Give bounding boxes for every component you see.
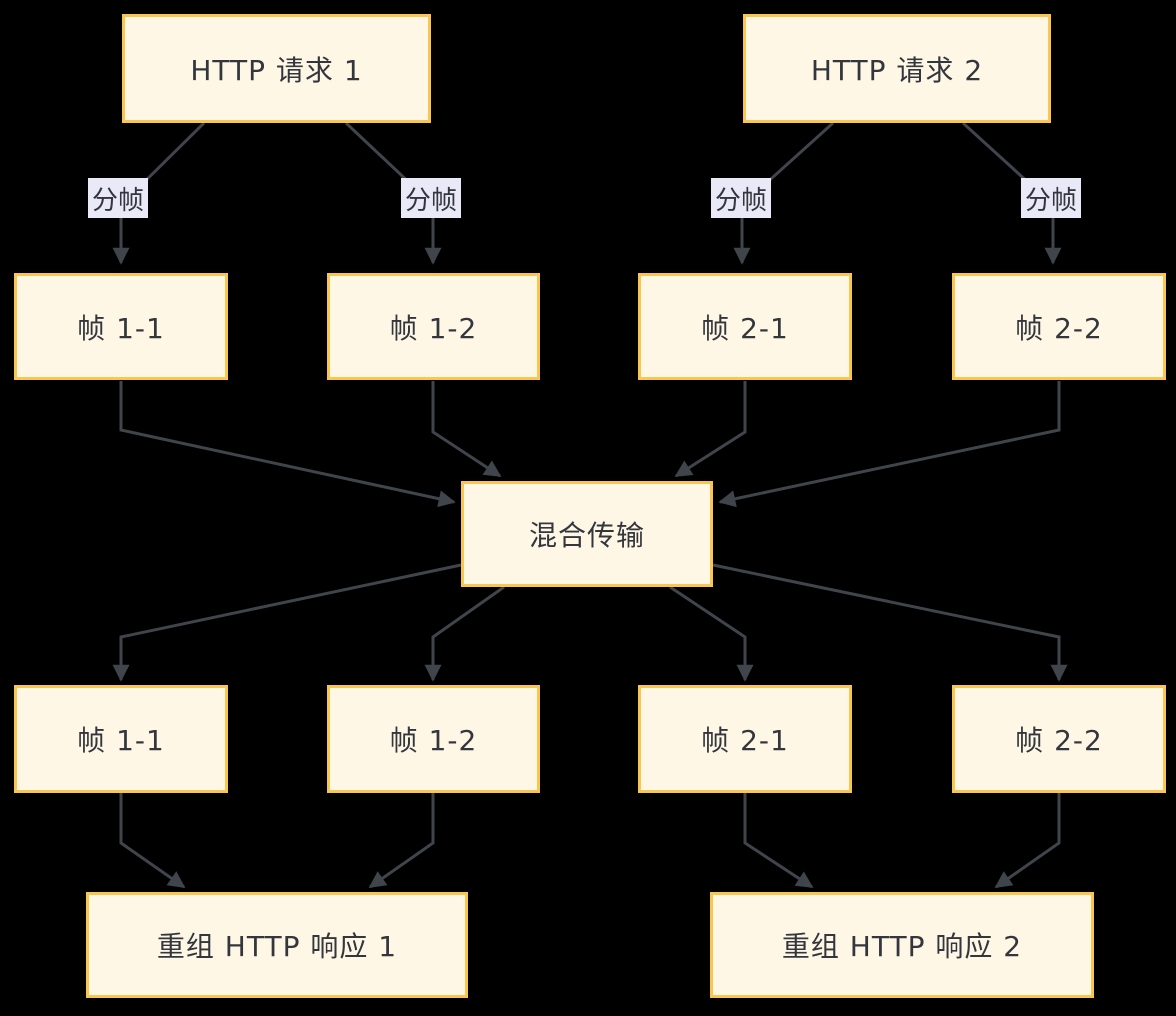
edge-frame12-mix (431, 381, 502, 478)
edge-frame22-resp2 (994, 793, 1061, 889)
edge-label-framing-2: 分帧 (401, 178, 461, 218)
node-frame-2-2-bottom: 帧 2-2 (952, 685, 1166, 793)
node-frame-1-1-bottom: 帧 1-1 (14, 685, 228, 793)
node-mixed-transmission: 混合传输 (461, 481, 713, 587)
node-frame-2-1-top: 帧 2-1 (638, 273, 852, 380)
edge-frame21-resp2 (743, 793, 814, 889)
edge-frame21-mix (674, 381, 747, 478)
edge-mix-frame21 (669, 585, 754, 682)
edge-frame11-resp1 (119, 793, 186, 889)
edge-mix-frame12 (424, 585, 505, 682)
edge-mix-frame11 (112, 563, 462, 682)
edge-frame22-mix (718, 381, 1061, 508)
node-frame-1-2-bottom: 帧 1-2 (327, 685, 540, 793)
edge-group (112, 121, 1068, 889)
node-frame-2-2-top: 帧 2-2 (952, 273, 1166, 380)
edge-label-framing-3: 分帧 (711, 178, 771, 218)
edge-label-framing-1: 分帧 (88, 178, 148, 218)
node-frame-2-1-bottom: 帧 2-1 (638, 685, 852, 793)
node-http-response-2: 重组 HTTP 响应 2 (710, 892, 1094, 998)
edge-frame11-mix (119, 381, 456, 508)
node-http-request-1: HTTP 请求 1 (122, 14, 431, 123)
edge-mix-frame22 (712, 563, 1068, 682)
edge-label-framing-4: 分帧 (1021, 178, 1081, 218)
node-frame-1-2-top: 帧 1-2 (327, 273, 540, 380)
node-http-response-1: 重组 HTTP 响应 1 (86, 892, 468, 998)
edge-frame12-resp1 (368, 793, 435, 889)
node-http-request-2: HTTP 请求 2 (743, 14, 1051, 123)
node-frame-1-1-top: 帧 1-1 (14, 273, 228, 380)
